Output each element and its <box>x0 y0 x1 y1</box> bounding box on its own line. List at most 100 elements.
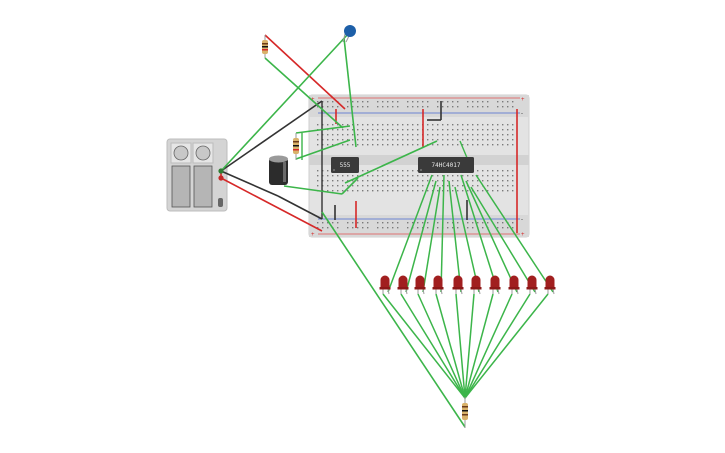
breadboard-hole <box>407 185 409 187</box>
wire-green-led-resistor[interactable] <box>382 293 466 399</box>
breadboard-hole <box>467 175 469 177</box>
wire-green-led-resistor[interactable] <box>464 293 531 399</box>
led[interactable] <box>379 275 391 295</box>
breadboard-hole <box>442 185 444 187</box>
wire-green-led-resistor[interactable] <box>400 293 466 399</box>
wire-green-4017-led[interactable] <box>454 186 480 293</box>
breadboard-hole <box>342 185 344 187</box>
led-rim <box>526 287 538 290</box>
breadboard-hole <box>477 175 479 177</box>
breadboard-hole <box>347 190 349 192</box>
electrolytic-capacitor[interactable] <box>269 155 288 186</box>
resistor-top[interactable] <box>262 35 268 58</box>
battery-switch[interactable] <box>218 198 223 207</box>
wire-green-4017-led[interactable] <box>460 174 499 293</box>
breadboard-hole <box>322 222 324 224</box>
breadboard-hole <box>377 129 379 131</box>
wire-green-4017-led[interactable] <box>475 174 554 293</box>
wire-green-led-resistor[interactable] <box>464 293 549 399</box>
wire-green-res2-b[interactable] <box>295 139 351 160</box>
wire-green-555-out-clk[interactable] <box>344 140 438 184</box>
led[interactable] <box>544 275 556 295</box>
breadboard-hole <box>452 175 454 177</box>
wire-red-battery-bottom[interactable] <box>220 177 323 232</box>
led[interactable] <box>526 275 538 295</box>
wire-green-4017-led[interactable] <box>422 186 441 293</box>
breadboard-hole <box>452 139 454 141</box>
breadboard-hole <box>487 124 489 126</box>
breadboard-hole <box>437 175 439 177</box>
resistor-top-band1 <box>262 43 268 45</box>
wire-green-4017-led[interactable] <box>448 180 462 293</box>
breadboard-hole <box>437 129 439 131</box>
wire-green-4017-led[interactable] <box>470 186 536 293</box>
led[interactable] <box>414 275 426 295</box>
resistor-middle[interactable] <box>293 133 299 160</box>
ceramic-body <box>344 25 356 37</box>
resistor-led[interactable] <box>462 397 468 428</box>
wire-green-resistor-555[interactable] <box>264 57 344 129</box>
breadboard-hole <box>372 139 374 141</box>
breadboard-hole <box>352 175 354 177</box>
ic-555-timer[interactable]: 555 <box>331 157 359 173</box>
wire-green-cap-trig[interactable] <box>283 185 343 195</box>
led[interactable] <box>397 275 409 295</box>
breadboard-hole <box>387 124 389 126</box>
breadboard-hole <box>322 170 324 172</box>
led[interactable] <box>432 275 444 295</box>
wire-green-led-resistor[interactable] <box>455 293 466 399</box>
wire-green-trig-thr[interactable] <box>341 177 359 195</box>
breadboard-hole <box>457 222 459 224</box>
wire-green-cap-555[interactable] <box>343 37 357 148</box>
wire-green-res2-a[interactable] <box>295 125 351 134</box>
breadboard-hole <box>317 180 319 182</box>
ic-74hc4017-counter[interactable]: 74HC4017 <box>418 157 474 173</box>
wire-green-4017-led[interactable] <box>465 180 518 293</box>
led-body <box>453 275 463 288</box>
wire-black-cap-bottom[interactable] <box>277 195 323 220</box>
wire-green-4017-led[interactable] <box>440 174 445 293</box>
breadboard-hole <box>407 227 409 229</box>
wire-red-resistor-top[interactable] <box>264 34 346 110</box>
breadboard-hole <box>482 101 484 103</box>
breadboard-hole <box>487 185 489 187</box>
breadboard-hole <box>347 227 349 229</box>
wire-green-led-resistor[interactable] <box>435 293 466 399</box>
breadboard-hole <box>372 129 374 131</box>
led[interactable] <box>508 275 520 295</box>
wire-green-4017-led[interactable] <box>387 174 433 293</box>
wire-green-led-resistor[interactable] <box>464 293 513 399</box>
breadboard-hole <box>347 185 349 187</box>
battery-terminal-positive[interactable] <box>218 175 224 181</box>
breadboard-hole <box>457 101 459 103</box>
breadboard-hole <box>432 139 434 141</box>
breadboard-hole <box>367 134 369 136</box>
wire-black-battery-cap[interactable] <box>220 170 279 197</box>
breadboard-hole <box>442 144 444 146</box>
wire-green-led-resistor[interactable] <box>417 293 466 399</box>
battery-terminal-left <box>173 145 189 161</box>
led-rim <box>452 287 464 290</box>
breadboard-hole <box>417 227 419 229</box>
wire-green-gnd-resistor[interactable] <box>321 211 466 428</box>
ceramic-capacitor[interactable] <box>342 25 356 43</box>
breadboard-hole <box>417 222 419 224</box>
wire-green-led-resistor[interactable] <box>464 293 475 399</box>
breadboard-hole <box>352 180 354 182</box>
led[interactable] <box>452 275 464 295</box>
led[interactable] <box>470 275 482 295</box>
breadboard-hole <box>357 222 359 224</box>
breadboard-hole <box>397 180 399 182</box>
battery-terminal-negative[interactable] <box>218 168 224 174</box>
wire-green-battery-cap[interactable] <box>220 32 350 172</box>
wire-green-led-resistor[interactable] <box>464 293 494 399</box>
breadboard-hole <box>327 101 329 103</box>
wire-black-battery-top[interactable] <box>220 100 323 172</box>
wire-green-4017-led[interactable] <box>405 180 437 293</box>
breadboard-hole <box>387 170 389 172</box>
breadboard-hole <box>487 175 489 177</box>
battery-pack[interactable] <box>166 138 228 212</box>
breadboard-hole <box>427 227 429 229</box>
led[interactable] <box>489 275 501 295</box>
